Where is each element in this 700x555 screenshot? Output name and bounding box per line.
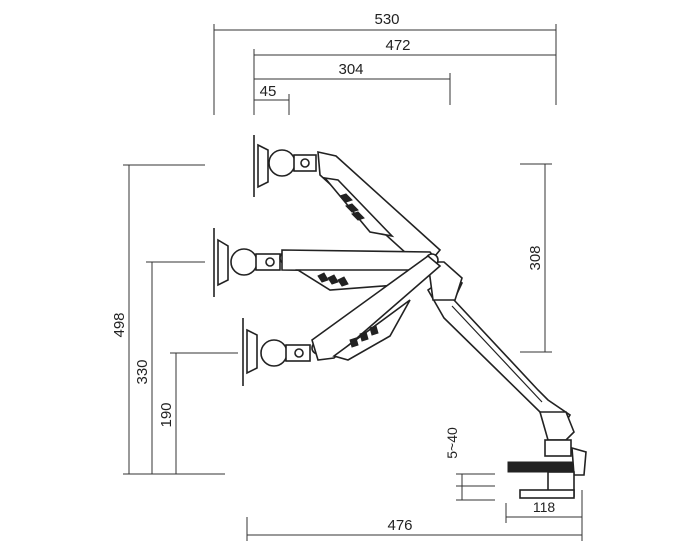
dim-vertical-travel: 308 — [520, 163, 552, 353]
label-min-height: 190 — [158, 402, 175, 427]
dim-clamp-depth: 118 — [505, 490, 583, 541]
label-mid-height: 330 — [134, 359, 151, 384]
dim-clamp-thickness: 5~40 — [444, 427, 495, 501]
label-vertical-travel: 308 — [527, 245, 544, 270]
dim-base-to-clamp: 476 — [246, 517, 582, 541]
dim-arm-reach: 472 — [253, 37, 556, 115]
dim-mount-offset: 45 — [254, 83, 290, 115]
label-arm-reach: 472 — [385, 37, 410, 54]
dim-max-height: 498 — [111, 164, 225, 475]
dim-mid-height: 330 — [134, 261, 205, 474]
label-clamp-thickness: 5~40 — [444, 427, 460, 459]
monitor-mount-bottom — [242, 254, 442, 386]
label-mount-offset: 45 — [260, 83, 277, 100]
label-max-height: 498 — [111, 312, 128, 337]
arm-base-assembly — [426, 261, 587, 499]
label-base-to-clamp: 476 — [387, 517, 412, 534]
label-clamp-depth: 118 — [533, 499, 556, 515]
monitor-mount-top — [253, 135, 442, 265]
dim-overall-width: 530 — [213, 11, 557, 115]
dim-mid-reach: 304 — [254, 61, 451, 105]
label-mid-reach: 304 — [338, 61, 363, 78]
dim-min-height: 190 — [158, 352, 238, 474]
label-overall-width: 530 — [374, 11, 399, 28]
